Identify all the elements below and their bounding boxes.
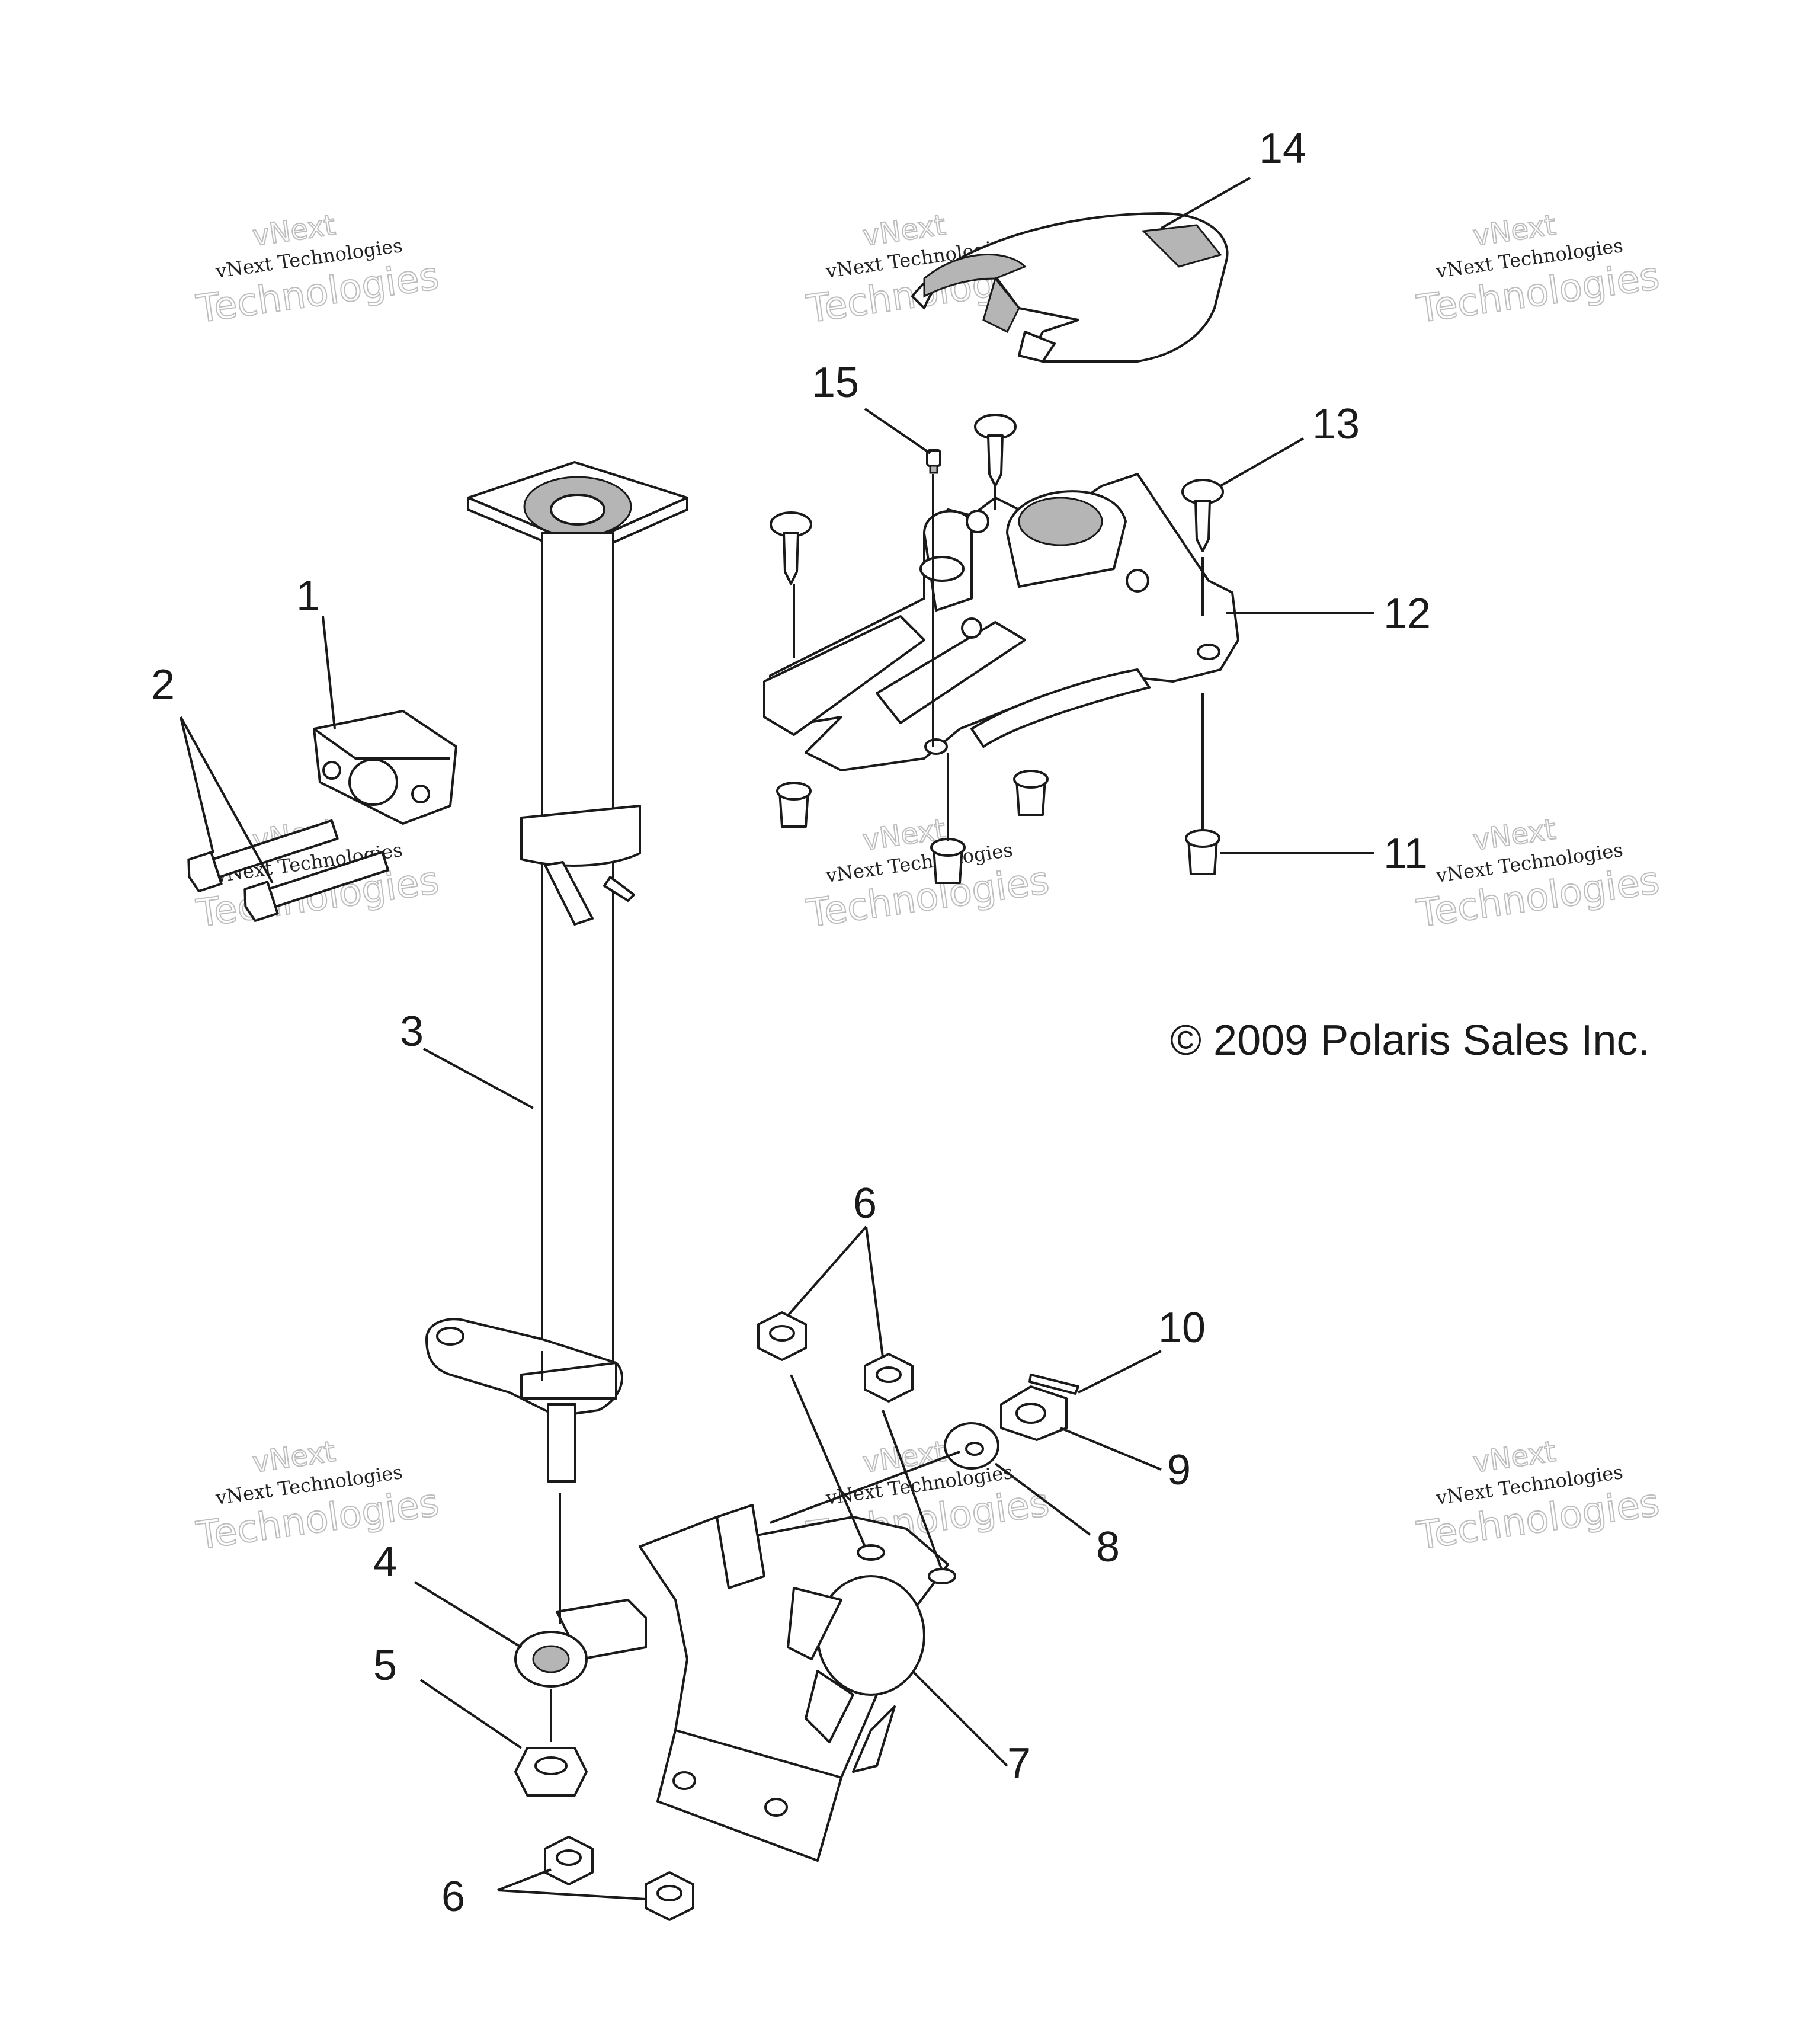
part-11-inserts (776, 770, 1220, 884)
watermark-group: vNext vNext Technologies Technologies vN… (193, 208, 1662, 1559)
callout-8: 8 (1096, 1523, 1120, 1571)
part-15-screw (926, 449, 941, 474)
part-3-steering-column (425, 461, 688, 1483)
watermark-mid-center: vNext vNext Technologies Technologies (803, 812, 1052, 937)
part-8-washer (944, 1422, 999, 1470)
callout-13: 13 (1312, 401, 1360, 448)
part-10-cotter-pin (1028, 1374, 1079, 1395)
callout-3: 3 (400, 1008, 424, 1055)
callout-6a: 6 (853, 1180, 877, 1227)
callout-7: 7 (1007, 1740, 1031, 1787)
callout-12: 12 (1383, 590, 1431, 638)
part-5-nut (514, 1747, 588, 1797)
watermark-mid-right: vNext vNext Technologies Technologies (1414, 812, 1662, 937)
part-9-nut (1000, 1385, 1068, 1441)
part-1-clamp (313, 710, 457, 825)
part-7-mounting-plate (639, 1504, 956, 1862)
part-2-bolts (187, 819, 390, 922)
callout-6b: 6 (441, 1873, 465, 1920)
callout-11: 11 (1383, 830, 1428, 878)
callout-9: 9 (1167, 1446, 1191, 1494)
watermark-low-left: vNext vNext Technologies Technologies (193, 1435, 442, 1559)
leader-lines (180, 177, 1374, 1900)
watermark-low-right: vNext vNext Technologies Technologies (1414, 1435, 1662, 1559)
callout-1: 1 (296, 572, 320, 620)
part-13-screws (770, 414, 1224, 585)
callout-labels: 14 15 13 12 11 1 2 3 6 10 9 8 4 5 7 6 (151, 125, 1431, 1920)
callout-5: 5 (373, 1642, 397, 1689)
callout-15: 15 (812, 359, 859, 406)
watermark-top-right: vNext vNext Technologies Technologies (1414, 208, 1662, 332)
watermark-top-left: vNext vNext Technologies Technologies (193, 208, 442, 332)
callout-4: 4 (373, 1538, 397, 1586)
copyright-notice: © 2009 Polaris Sales Inc. (1170, 1017, 1649, 1064)
part-12-bracket (763, 473, 1239, 771)
part-4-tie-rod-end (514, 1599, 647, 1688)
callout-14: 14 (1259, 125, 1306, 172)
callout-2: 2 (151, 661, 175, 709)
callout-10: 10 (1158, 1304, 1206, 1352)
part-6-nuts (544, 1311, 914, 1921)
part-14-cover (911, 212, 1229, 363)
